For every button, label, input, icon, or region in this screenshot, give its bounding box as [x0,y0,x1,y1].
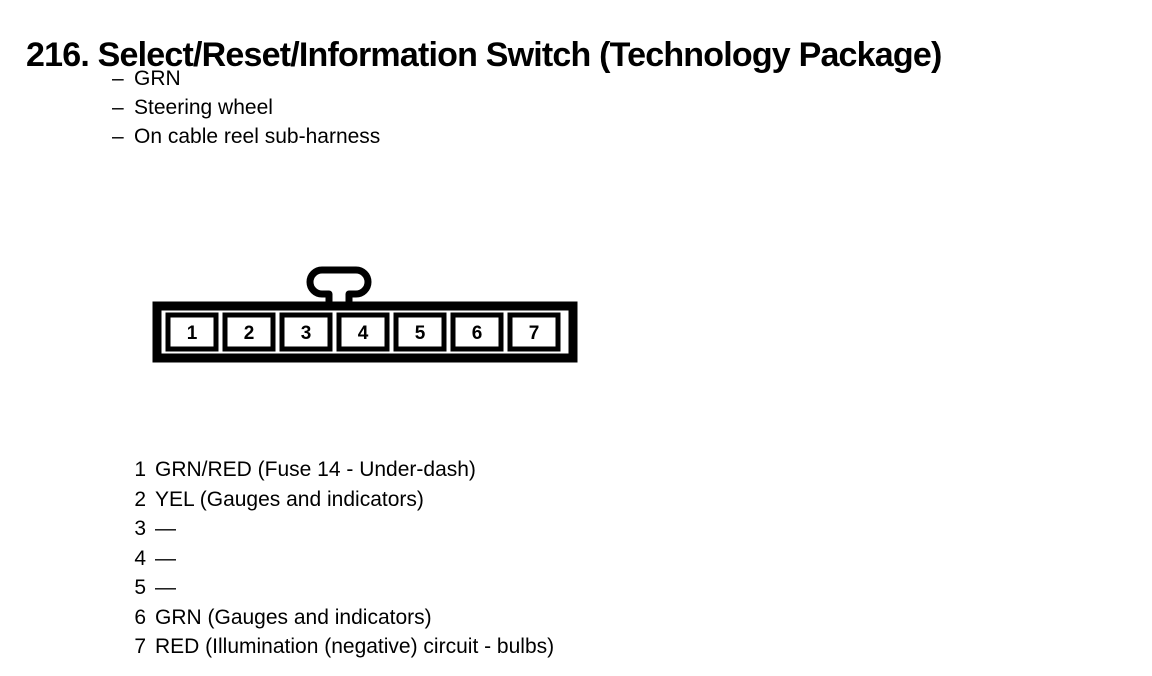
pin-description: GRN/RED (Fuse 14 - Under-dash) [155,458,476,481]
pin-number: 1 [134,458,146,481]
pin-number: 5 [134,576,146,599]
pin-legend-row: 1 GRN/RED (Fuse 14 - Under-dash) [128,455,554,485]
dash-bullet-icon: – [112,67,124,90]
pin-description: — [155,576,176,599]
list-item-label: On cable reel sub-harness [134,125,381,148]
pin-legend-row: 7 RED (Illumination (negative) circuit -… [128,632,554,662]
pin-legend-row: 5 — [128,573,554,603]
cavity-number: 2 [244,323,255,344]
pin-legend-row: 2 YEL (Gauges and indicators) [128,485,554,515]
pin-legend-row: 4 — [128,544,554,574]
pin-number: 2 [134,487,146,511]
list-item-label: GRN [134,67,181,90]
cavity-number: 5 [415,323,426,344]
pin-number: 6 [134,605,146,629]
pin-number: 7 [134,635,146,658]
page-title: 216. Select/Reset/Information Switch (Te… [26,35,942,74]
list-item: – Steering wheel [112,93,380,122]
pin-description: — [155,517,176,540]
dash-bullet-icon: – [112,125,124,148]
pin-legend-row: 6 GRN (Gauges and indicators) [128,603,554,633]
pin-description: GRN (Gauges and indicators) [155,605,432,629]
cavity-number: 3 [301,323,312,344]
pin-number: 4 [134,546,146,570]
pin-number: 3 [134,517,146,540]
list-item: – On cable reel sub-harness [112,122,380,151]
pin-description: RED (Illumination (negative) circuit - b… [155,635,555,658]
cavity-number: 4 [358,323,369,344]
connector-diagram: 1 2 3 4 5 6 7 [150,258,580,370]
pin-legend: 1 GRN/RED (Fuse 14 - Under-dash) 2 YEL (… [128,455,554,662]
pin-description: YEL (Gauges and indicators) [155,487,424,511]
cavity-number: 7 [529,323,540,344]
pin-legend-row: 3 — [128,514,554,544]
connector-cavities [165,312,561,352]
connector-notes-list: – GRN – Steering wheel – On cable reel s… [112,64,380,151]
cavity-number: 1 [187,323,198,344]
list-item-label: Steering wheel [134,96,273,119]
list-item: – GRN [112,64,380,93]
dash-bullet-icon: – [112,96,124,119]
cavity-number: 6 [472,323,483,344]
pin-description: — [155,546,176,570]
